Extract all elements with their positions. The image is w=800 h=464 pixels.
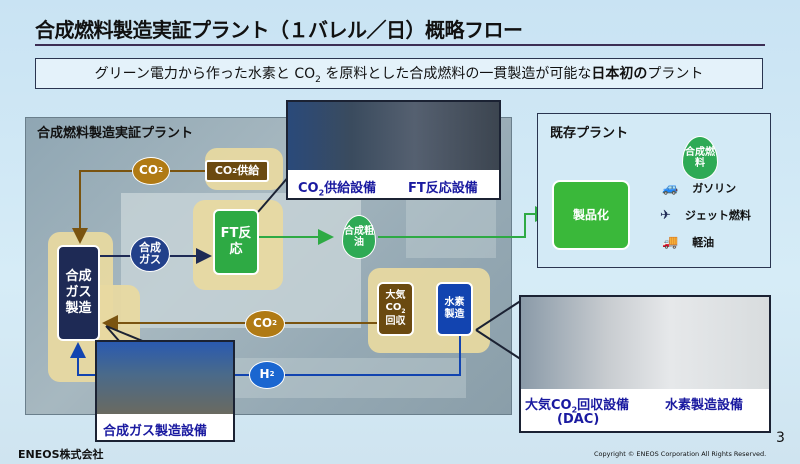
airplane-icon: ✈ bbox=[660, 208, 671, 223]
photo-co2-ft-facilities: CO2供給設備 FT反応設備 bbox=[286, 100, 501, 200]
existing-plant-label: 既存プラント bbox=[550, 126, 629, 141]
company-logo-text: ENEOS株式会社 bbox=[18, 448, 104, 461]
truck-icon: 🚚 bbox=[662, 235, 679, 250]
to-productization-line bbox=[378, 206, 551, 238]
photo-dac-h2-facilities: 大気CO2回収設備 (DAC) 水素製造設備 bbox=[519, 295, 771, 433]
subtitle-text: グリーン電力から作った水素と CO2 を原料とした合成燃料の一貫製造が可能な日本… bbox=[94, 65, 704, 85]
syngas-cloud: 合成ガス bbox=[130, 236, 170, 272]
h2-production-box: 水素製造 bbox=[436, 282, 473, 336]
caption-dac-abbrev: (DAC) bbox=[557, 412, 600, 427]
ft-reaction-box: FT反応 bbox=[213, 209, 259, 275]
caption-co2-supply-facility: CO2供給設備 bbox=[298, 181, 377, 198]
facility-photo bbox=[288, 102, 499, 170]
demo-plant-label: 合成燃料製造実証プラント bbox=[37, 126, 194, 141]
synthetic-crude-drop: 合成粗油 bbox=[342, 215, 376, 259]
page-number: 3 bbox=[776, 430, 785, 446]
car-icon: 🚙 bbox=[662, 181, 679, 196]
slide-title: 合成燃料製造実証プラント（１バレル／日）概略フロー bbox=[35, 18, 523, 42]
caption-h2-facility: 水素製造設備 bbox=[665, 398, 744, 413]
caption-syngas-facility: 合成ガス製造設備 bbox=[103, 424, 208, 439]
caption-dac-facility: 大気CO2回収設備 bbox=[525, 398, 630, 415]
product-gasoline: 🚙ガソリン bbox=[662, 181, 737, 196]
copyright: Copyright © ENEOS Corporation All Rights… bbox=[594, 450, 767, 458]
facility-photo bbox=[521, 297, 769, 389]
subtitle-box: グリーン電力から作った水素と CO2 を原料とした合成燃料の一貫製造が可能な日本… bbox=[35, 58, 763, 89]
syngas-production-box: 合成ガス製造 bbox=[57, 245, 100, 341]
title-divider bbox=[35, 44, 765, 46]
callout-pointer-bottom bbox=[105, 325, 146, 343]
product-jet-fuel: ✈ジェット燃料 bbox=[660, 208, 751, 223]
productization-box: 製品化 bbox=[552, 180, 630, 250]
product-diesel: 🚚軽油 bbox=[662, 235, 715, 250]
synthetic-fuel-drop: 合成燃料 bbox=[682, 136, 718, 180]
existing-plant-panel: 既存プラント 合成燃料 製品化 🚙ガソリン ✈ジェット燃料 🚚軽油 bbox=[537, 113, 771, 268]
facility-photo bbox=[97, 342, 233, 414]
photo-syngas-facility: 合成ガス製造設備 bbox=[95, 340, 235, 442]
callout-pointer-top bbox=[257, 174, 291, 213]
callout-pointer-right bbox=[475, 299, 523, 361]
caption-ft-facility: FT反応設備 bbox=[408, 181, 478, 196]
